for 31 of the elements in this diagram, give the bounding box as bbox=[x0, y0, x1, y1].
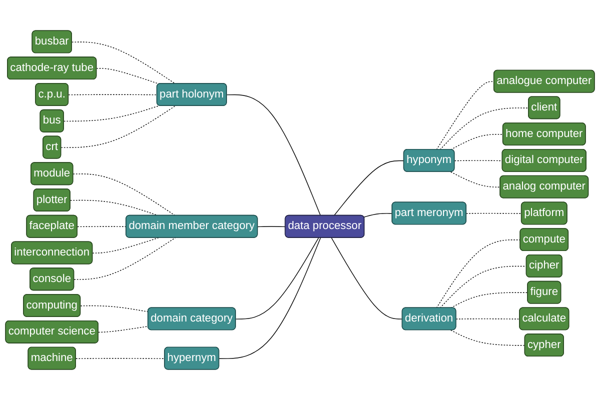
connector bbox=[450, 330, 526, 346]
connector bbox=[218, 237, 321, 359]
connector bbox=[76, 358, 166, 359]
connector bbox=[74, 237, 176, 280]
connector bbox=[456, 318, 520, 320]
connector bbox=[450, 134, 504, 150]
connector bbox=[72, 42, 176, 84]
connector bbox=[440, 108, 530, 150]
connector bbox=[72, 174, 176, 216]
connector bbox=[64, 105, 160, 122]
connector bbox=[80, 305, 149, 312]
connector bbox=[257, 226, 286, 228]
connector bbox=[450, 172, 501, 188]
connector bbox=[68, 94, 158, 96]
connector bbox=[440, 266, 527, 308]
connector bbox=[96, 68, 160, 84]
connector bbox=[331, 237, 403, 320]
connector bbox=[92, 237, 159, 254]
connector bbox=[454, 160, 503, 162]
connector bbox=[364, 213, 393, 218]
connector bbox=[436, 240, 521, 308]
connector bbox=[98, 326, 149, 333]
connector bbox=[70, 200, 159, 216]
connector bbox=[60, 106, 176, 148]
connector bbox=[236, 237, 319, 320]
connector bbox=[466, 212, 522, 214]
connector bbox=[450, 292, 528, 308]
connector bbox=[226, 94, 321, 216]
connector bbox=[77, 226, 127, 228]
connector bbox=[436, 81, 494, 150]
connector bbox=[334, 160, 404, 216]
